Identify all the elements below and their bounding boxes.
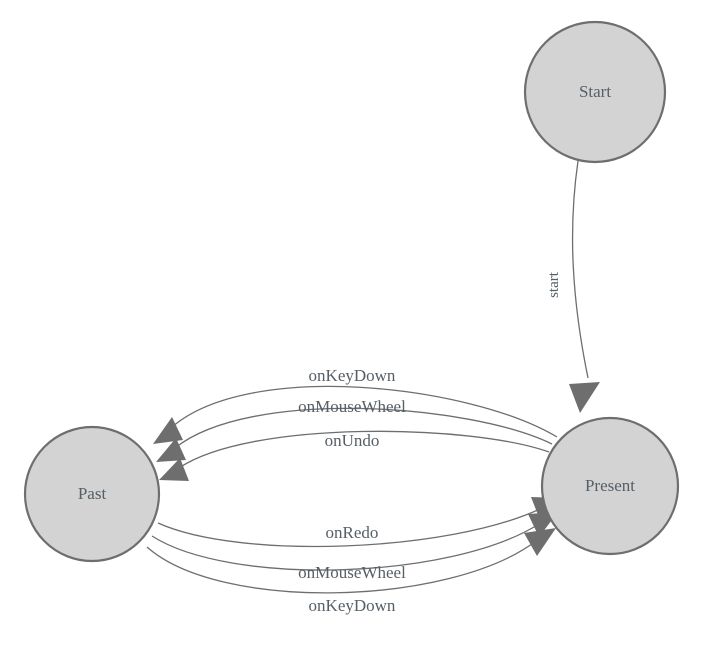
edge-past-to-present-onkeydown[interactable]: onKeyDown — [146, 528, 556, 615]
node-past-circle — [23, 425, 161, 563]
edge-present-to-past-onmousewheel[interactable]: onMouseWheel — [156, 397, 553, 462]
edge-label-present-to-past-onundo: onUndo — [325, 431, 380, 450]
edge-label-present-to-past-onmousewheel: onMouseWheel — [298, 397, 406, 416]
node-start-circle — [523, 20, 667, 164]
edge-label-start: start — [546, 271, 562, 298]
edge-present-to-past-onundo[interactable]: onUndo — [159, 430, 550, 481]
arrowhead-present-from-past-3 — [524, 528, 556, 556]
edge-past-to-present-onredo-path — [157, 507, 543, 548]
node-present-label: Present — [585, 476, 635, 495]
edge-start-to-present[interactable]: start — [546, 160, 600, 413]
edge-past-to-present-onmousewheel-path — [151, 523, 540, 571]
node-present[interactable]: Present — [540, 416, 680, 556]
node-start-label: Start — [579, 82, 611, 101]
node-start[interactable]: Start — [523, 20, 667, 164]
edge-present-to-past-onkeydown-path — [171, 385, 558, 438]
edge-past-to-present-onkeydown-path — [146, 540, 537, 594]
node-past[interactable]: Past — [23, 425, 161, 563]
arrowhead-past-from-present-2 — [156, 438, 186, 462]
edge-start-to-present-path — [571, 160, 589, 379]
edge-present-to-past-onmousewheel-path — [174, 407, 553, 449]
edge-present-to-past-onundo-path — [178, 430, 550, 469]
arrowhead-past-from-present-1 — [153, 417, 183, 444]
edge-present-to-past-onkeydown[interactable]: onKeyDown — [153, 366, 558, 444]
node-past-label: Past — [78, 484, 107, 503]
edge-label-past-to-present-onkeydown: onKeyDown — [309, 596, 396, 615]
arrowhead-past-from-present-3 — [159, 458, 189, 481]
edge-label-present-to-past-onkeydown: onKeyDown — [309, 366, 396, 385]
arrowhead-present-from-start — [569, 382, 600, 413]
node-present-circle — [540, 416, 680, 556]
edge-label-past-to-present-onredo: onRedo — [326, 523, 379, 542]
edge-past-to-present-onredo[interactable]: onRedo — [157, 497, 561, 548]
edge-label-past-to-present-onmousewheel: onMouseWheel — [298, 563, 406, 582]
